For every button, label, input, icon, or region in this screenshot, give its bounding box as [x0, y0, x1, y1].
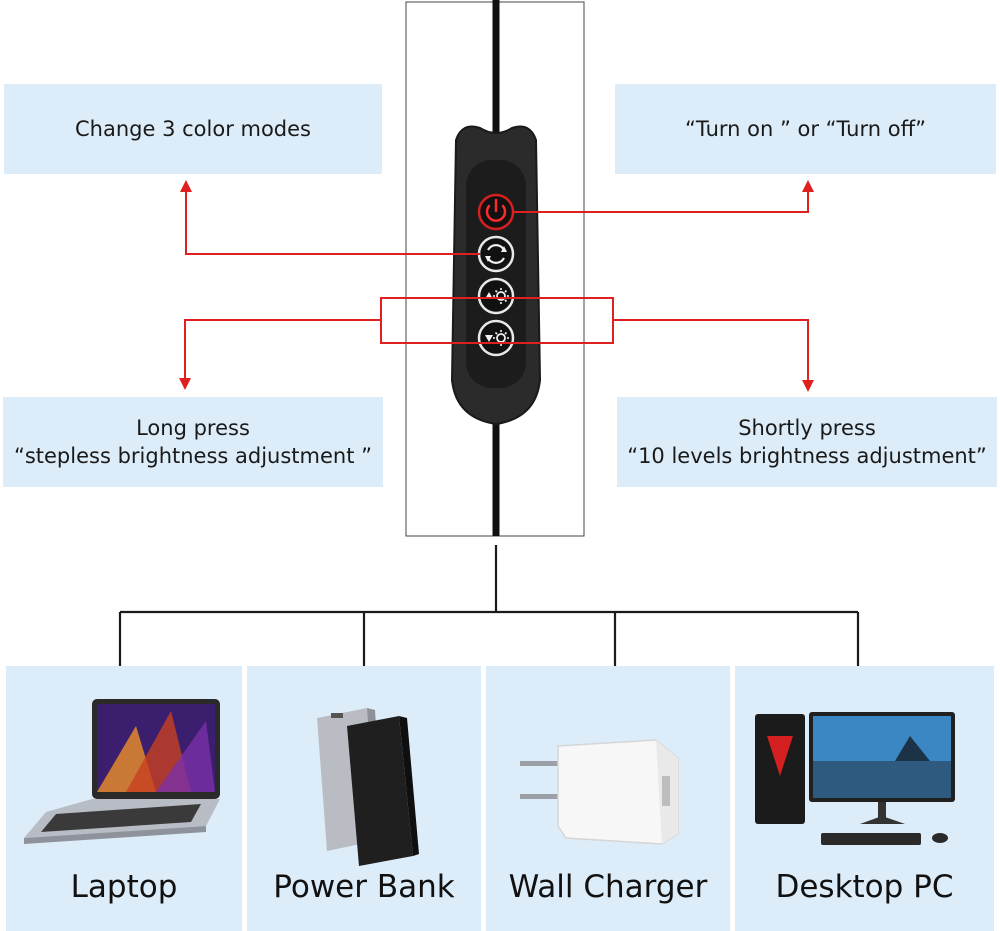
brightness-up-button — [477, 277, 515, 315]
label-power-text: “Turn on ” or “Turn off” — [685, 116, 926, 141]
device-desktop-pc: Desktop PC — [735, 666, 994, 931]
color-mode-button — [477, 235, 515, 273]
device-desktop-pc-label: Desktop PC — [775, 869, 954, 905]
laptop-icon — [24, 699, 220, 844]
label-short-press-title: Shortly press — [738, 415, 876, 440]
label-color-modes: Change 3 color modes — [4, 84, 382, 174]
device-laptop: Laptop — [6, 666, 242, 931]
arrow-long-press — [184, 319, 381, 380]
power-bank-icon — [317, 708, 419, 866]
power-button — [477, 193, 515, 231]
label-long-press-title: Long press — [136, 415, 250, 440]
device-laptop-label: Laptop — [70, 869, 178, 905]
power-icon — [485, 204, 507, 222]
device-wall-charger: Wall Charger — [486, 666, 730, 931]
label-power: “Turn on ” or “Turn off” — [615, 84, 996, 174]
label-short-press-desc: “10 levels brightness adjustment” — [627, 444, 987, 468]
device-power-bank: Power Bank — [247, 666, 481, 931]
label-color-modes-text: Change 3 color modes — [75, 116, 311, 141]
device-wall-charger-label: Wall Charger — [508, 869, 708, 905]
arrow-power — [512, 190, 809, 213]
label-long-press-desc: “stepless brightness adjustment ” — [13, 444, 373, 468]
device-power-bank-label: Power Bank — [273, 869, 455, 905]
brightness-down-button — [477, 319, 515, 357]
desktop-pc-icon — [755, 712, 955, 845]
label-long-press: Long press “stepless brightness adjustme… — [3, 397, 383, 487]
wall-charger-icon — [520, 739, 679, 845]
arrow-color-mode — [185, 190, 480, 255]
label-short-press: Shortly press “10 levels brightness adju… — [617, 397, 997, 487]
arrow-short-press — [613, 319, 809, 382]
